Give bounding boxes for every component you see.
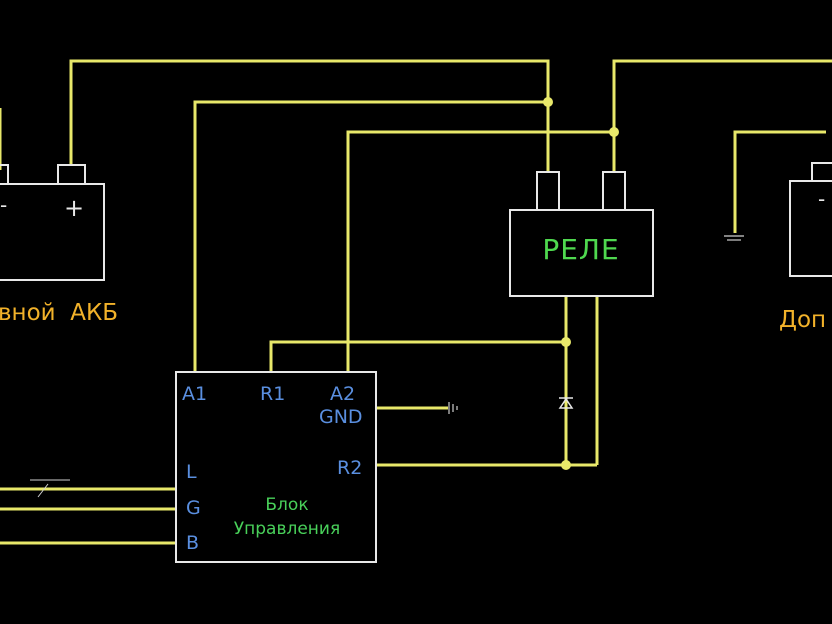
- control-unit-title-line2: Управления: [234, 519, 340, 539]
- relay: [509, 171, 654, 297]
- control-unit-title-line1: Блок: [265, 495, 308, 515]
- terminal-g-label: G: [186, 497, 201, 519]
- terminal-gnd-label: GND: [319, 406, 363, 428]
- terminal-r2-label: R2: [337, 457, 362, 479]
- wire-a2: [346, 130, 614, 372]
- junction-dot-icon: [561, 337, 571, 347]
- diode-icon: [558, 397, 574, 409]
- wire-a1: [193, 100, 548, 372]
- relay-label: РЕЛЕ: [542, 233, 619, 266]
- wire-r1: [269, 340, 566, 372]
- junction-dot-icon: [609, 127, 619, 137]
- aux-battery-body: [789, 180, 832, 277]
- aux-battery: [789, 162, 832, 277]
- aux-battery-minus-sign: -: [818, 187, 825, 211]
- junction-dot-icon: [561, 460, 571, 470]
- relay-terminal-right: [602, 171, 626, 211]
- wires: [0, 59, 832, 545]
- main-battery-plus-terminal: [57, 164, 86, 185]
- control-unit-body: [175, 371, 377, 563]
- wire-main-battery-plus: [69, 59, 550, 165]
- main-battery-plus-sign: +: [64, 194, 84, 222]
- wire-aux-battery-plus: [612, 59, 832, 172]
- main-battery-minus-terminal: [0, 164, 9, 185]
- terminal-r1-label: R1: [260, 383, 285, 405]
- terminal-b-label: B: [186, 532, 199, 554]
- wire-aux-battery-minus: [733, 130, 826, 233]
- junctions: [543, 97, 619, 470]
- input-marker-icon: [30, 479, 70, 498]
- main-battery-label: вной АКБ: [0, 300, 118, 326]
- junction-dot-icon: [543, 97, 553, 107]
- ground-icon: [448, 402, 458, 414]
- relay-body: [509, 209, 654, 297]
- ground-icon: [724, 235, 744, 241]
- terminal-l-label: L: [186, 461, 197, 483]
- main-battery: [0, 164, 105, 281]
- relay-terminal-left: [536, 171, 560, 211]
- terminal-a1-label: A1: [182, 383, 207, 405]
- aux-battery-minus-terminal: [811, 162, 832, 182]
- main-battery-minus-sign: -: [0, 193, 7, 217]
- main-battery-body: [0, 183, 105, 281]
- terminal-a2-label: A2: [330, 383, 355, 405]
- aux-battery-label: Доп: [779, 307, 826, 333]
